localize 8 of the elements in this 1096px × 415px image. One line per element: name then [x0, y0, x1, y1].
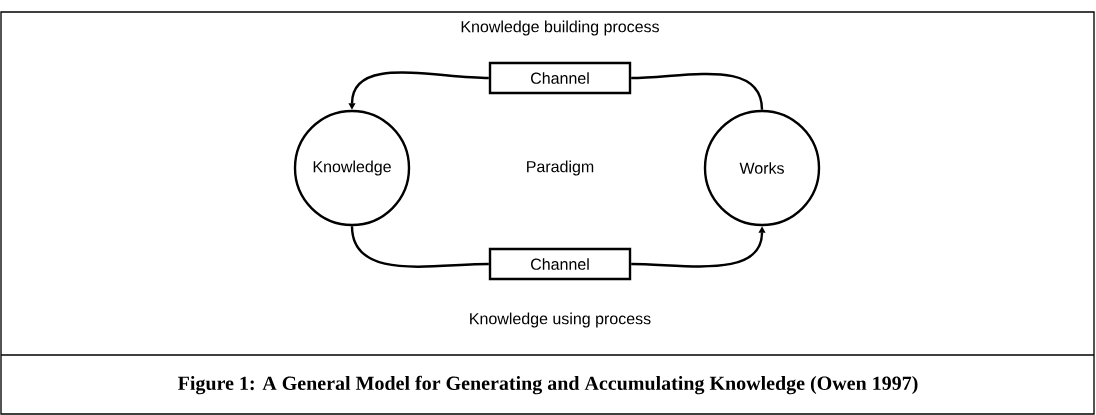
- figure-caption: Figure 1: A General Model for Generating and Accumulating Knowledge (Owen 1997): [178, 375, 918, 395]
- circle-node: Works: [703, 109, 821, 227]
- circle-node: Knowledge: [293, 109, 411, 227]
- process-label: Knowledge using process: [470, 312, 651, 328]
- process-label: Paradigm: [527, 160, 594, 176]
- channel-box: Channel: [488, 61, 632, 95]
- process-label: Knowledge building process: [461, 20, 659, 36]
- channel-box: Channel: [488, 247, 632, 281]
